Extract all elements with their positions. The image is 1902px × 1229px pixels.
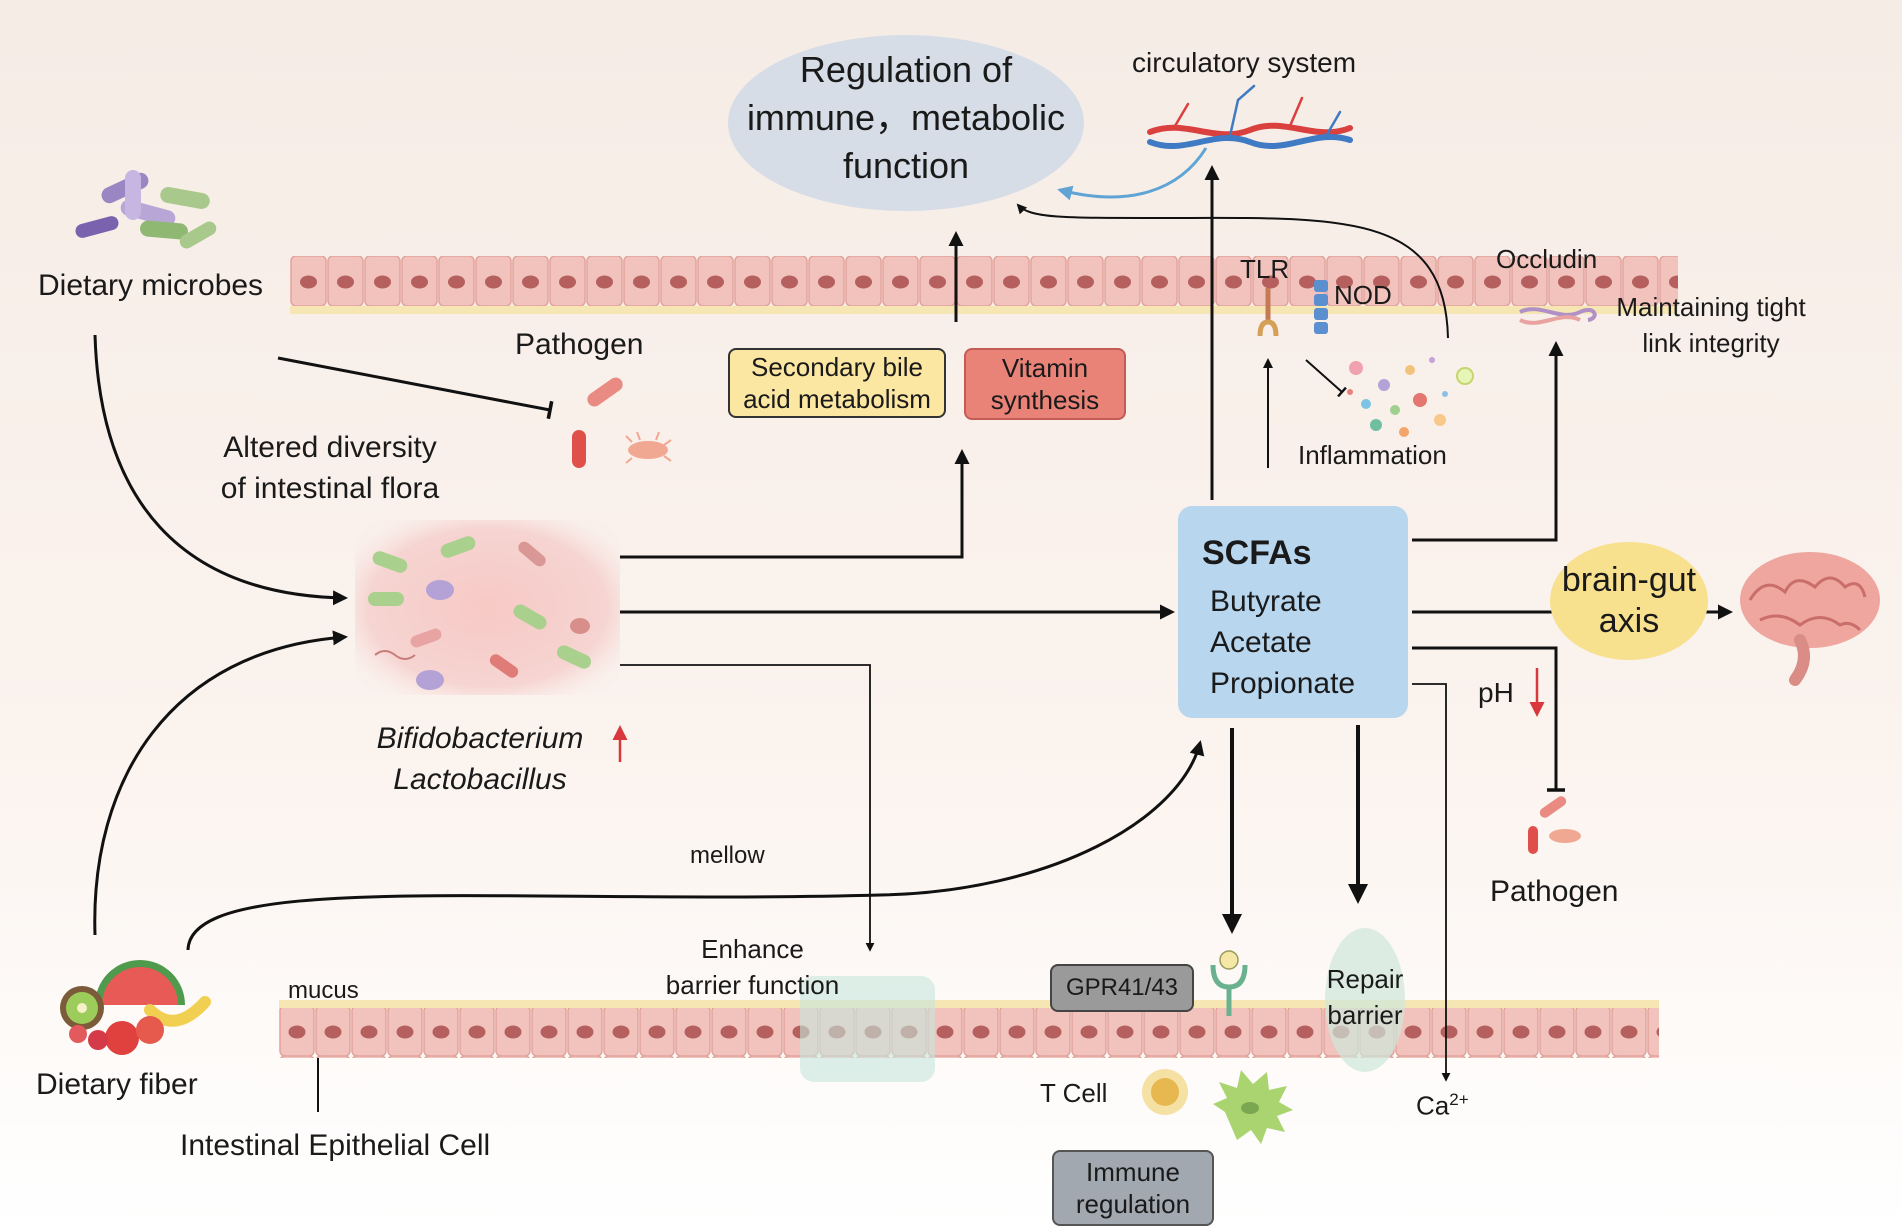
ph-label: pH [1478, 677, 1514, 708]
scfas-title: SCFAs [1202, 534, 1312, 572]
intestinal-flora-illustration [355, 520, 620, 695]
vitamin-line2: synthesis [990, 385, 1100, 415]
enhance-barrier-label: Enhance barrier function [650, 932, 855, 1004]
bacteria-label: Bifidobacterium Lactobacillus [345, 718, 615, 801]
immune-line2: regulation [1075, 1189, 1191, 1219]
repair-line2: barrier [1327, 999, 1403, 1030]
altered-diversity-line1: Altered diversity [223, 431, 437, 464]
t-cell-icon [1142, 1069, 1188, 1115]
calcium-symbol: Ca [1416, 1090, 1450, 1121]
t-cell-label: T Cell [1040, 1078, 1108, 1108]
inflammation-particles [1347, 357, 1474, 437]
repair-barrier-overlay [1325, 928, 1405, 1072]
enhance-line1: Enhance [701, 934, 804, 964]
pathogen-top-label: Pathogen [515, 328, 644, 361]
calcium-charge: 2+ [1449, 1090, 1469, 1109]
vitamin-line1: Vitamin [1001, 352, 1089, 383]
brain-icon [1740, 552, 1880, 686]
enhance-line2: barrier function [665, 969, 840, 1000]
vitamin-box: Vitamin synthesis [964, 348, 1126, 420]
blood-vessel-icon [1147, 84, 1353, 149]
tight-link-line2: link integrity [1642, 327, 1780, 358]
gpr-receptor-icon [1210, 950, 1248, 1016]
tight-link-line1: Maintaining tight [1616, 292, 1806, 322]
occludin-label: Occludin [1496, 244, 1598, 274]
top-epithelium [290, 256, 1678, 306]
secondary-bile-box: Secondary bile acid metabolism [728, 348, 946, 418]
regulation-line2: immune，metabolic [746, 96, 1066, 138]
repair-barrier-label: Repair barrier [1316, 962, 1414, 1034]
scfas-butyrate: Butyrate [1210, 584, 1322, 618]
secondary-bile-line1: Secondary bile [751, 351, 923, 382]
dendritic-cell-icon [1213, 1070, 1293, 1144]
enhance-barrier-overlay [800, 976, 935, 1082]
pathogen-right-label: Pathogen [1490, 875, 1619, 908]
dietary-microbes-label: Dietary microbes [38, 269, 264, 302]
regulation-line3: function [842, 144, 970, 186]
scfas-box: SCFAs Butyrate Acetate Propionate [1178, 506, 1408, 718]
brain-gut-line2: axis [1598, 602, 1660, 640]
regulation-label: Regulation of immune，metabolic function [728, 46, 1084, 190]
brain-gut-line1: brain-gut [1561, 561, 1697, 600]
tlr-label: TLR [1240, 254, 1290, 284]
scfas-acetate: Acetate [1210, 625, 1312, 659]
bifidobacterium-label: Bifidobacterium [376, 722, 584, 755]
brain-gut-axis-label: brain-gut axis [1550, 542, 1708, 660]
calcium-label: Ca2+ [1416, 1090, 1469, 1122]
regulation-line1: Regulation of [799, 49, 1013, 90]
secondary-bile-line2: acid metabolism [743, 384, 931, 414]
inflammation-label: Inflammation [1298, 440, 1447, 470]
nod-label: NOD [1334, 280, 1392, 310]
altered-diversity-line2: of intestinal flora [220, 471, 440, 505]
dietary-fiber-label: Dietary fiber [36, 1068, 198, 1101]
tlr-receptor-icon [1257, 288, 1279, 337]
iec-label: Intestinal Epithelial Cell [180, 1129, 491, 1162]
circulatory-label: circulatory system [1132, 47, 1357, 78]
pathogen-icon [572, 377, 672, 468]
pathogen-right-icon [1528, 796, 1581, 854]
immune-regulation-box: Immune regulation [1052, 1150, 1214, 1226]
nod-receptor-icon [1314, 280, 1328, 334]
dietary-microbes-icon [75, 170, 217, 249]
mellow-label: mellow [690, 842, 765, 869]
lactobacillus-label: Lactobacillus [393, 763, 567, 797]
bottom-epithelium [279, 1008, 1659, 1058]
immune-line1: Immune [1086, 1156, 1180, 1187]
mucus-label: mucus [288, 977, 359, 1004]
dietary-fiber-icon [60, 960, 211, 1055]
repair-line1: Repair [1326, 964, 1404, 994]
occludin-icon [1519, 307, 1597, 325]
gpr-label: GPR41/43 [1065, 974, 1179, 1001]
altered-diversity-label: Altered diversity of intestinal flora [195, 428, 465, 509]
regulation-ellipse [728, 35, 1084, 211]
scfas-propionate: Propionate [1210, 667, 1356, 701]
tight-link-label: Maintaining tight link integrity [1600, 290, 1822, 362]
gpr-box: GPR41/43 [1050, 964, 1194, 1012]
